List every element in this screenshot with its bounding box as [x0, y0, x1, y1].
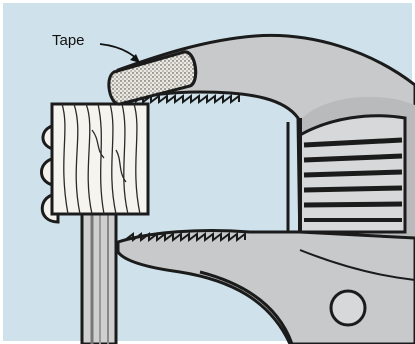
adjusting-screw	[288, 116, 405, 250]
pivot-hole	[331, 291, 365, 325]
tape-label: Tape	[52, 32, 85, 49]
